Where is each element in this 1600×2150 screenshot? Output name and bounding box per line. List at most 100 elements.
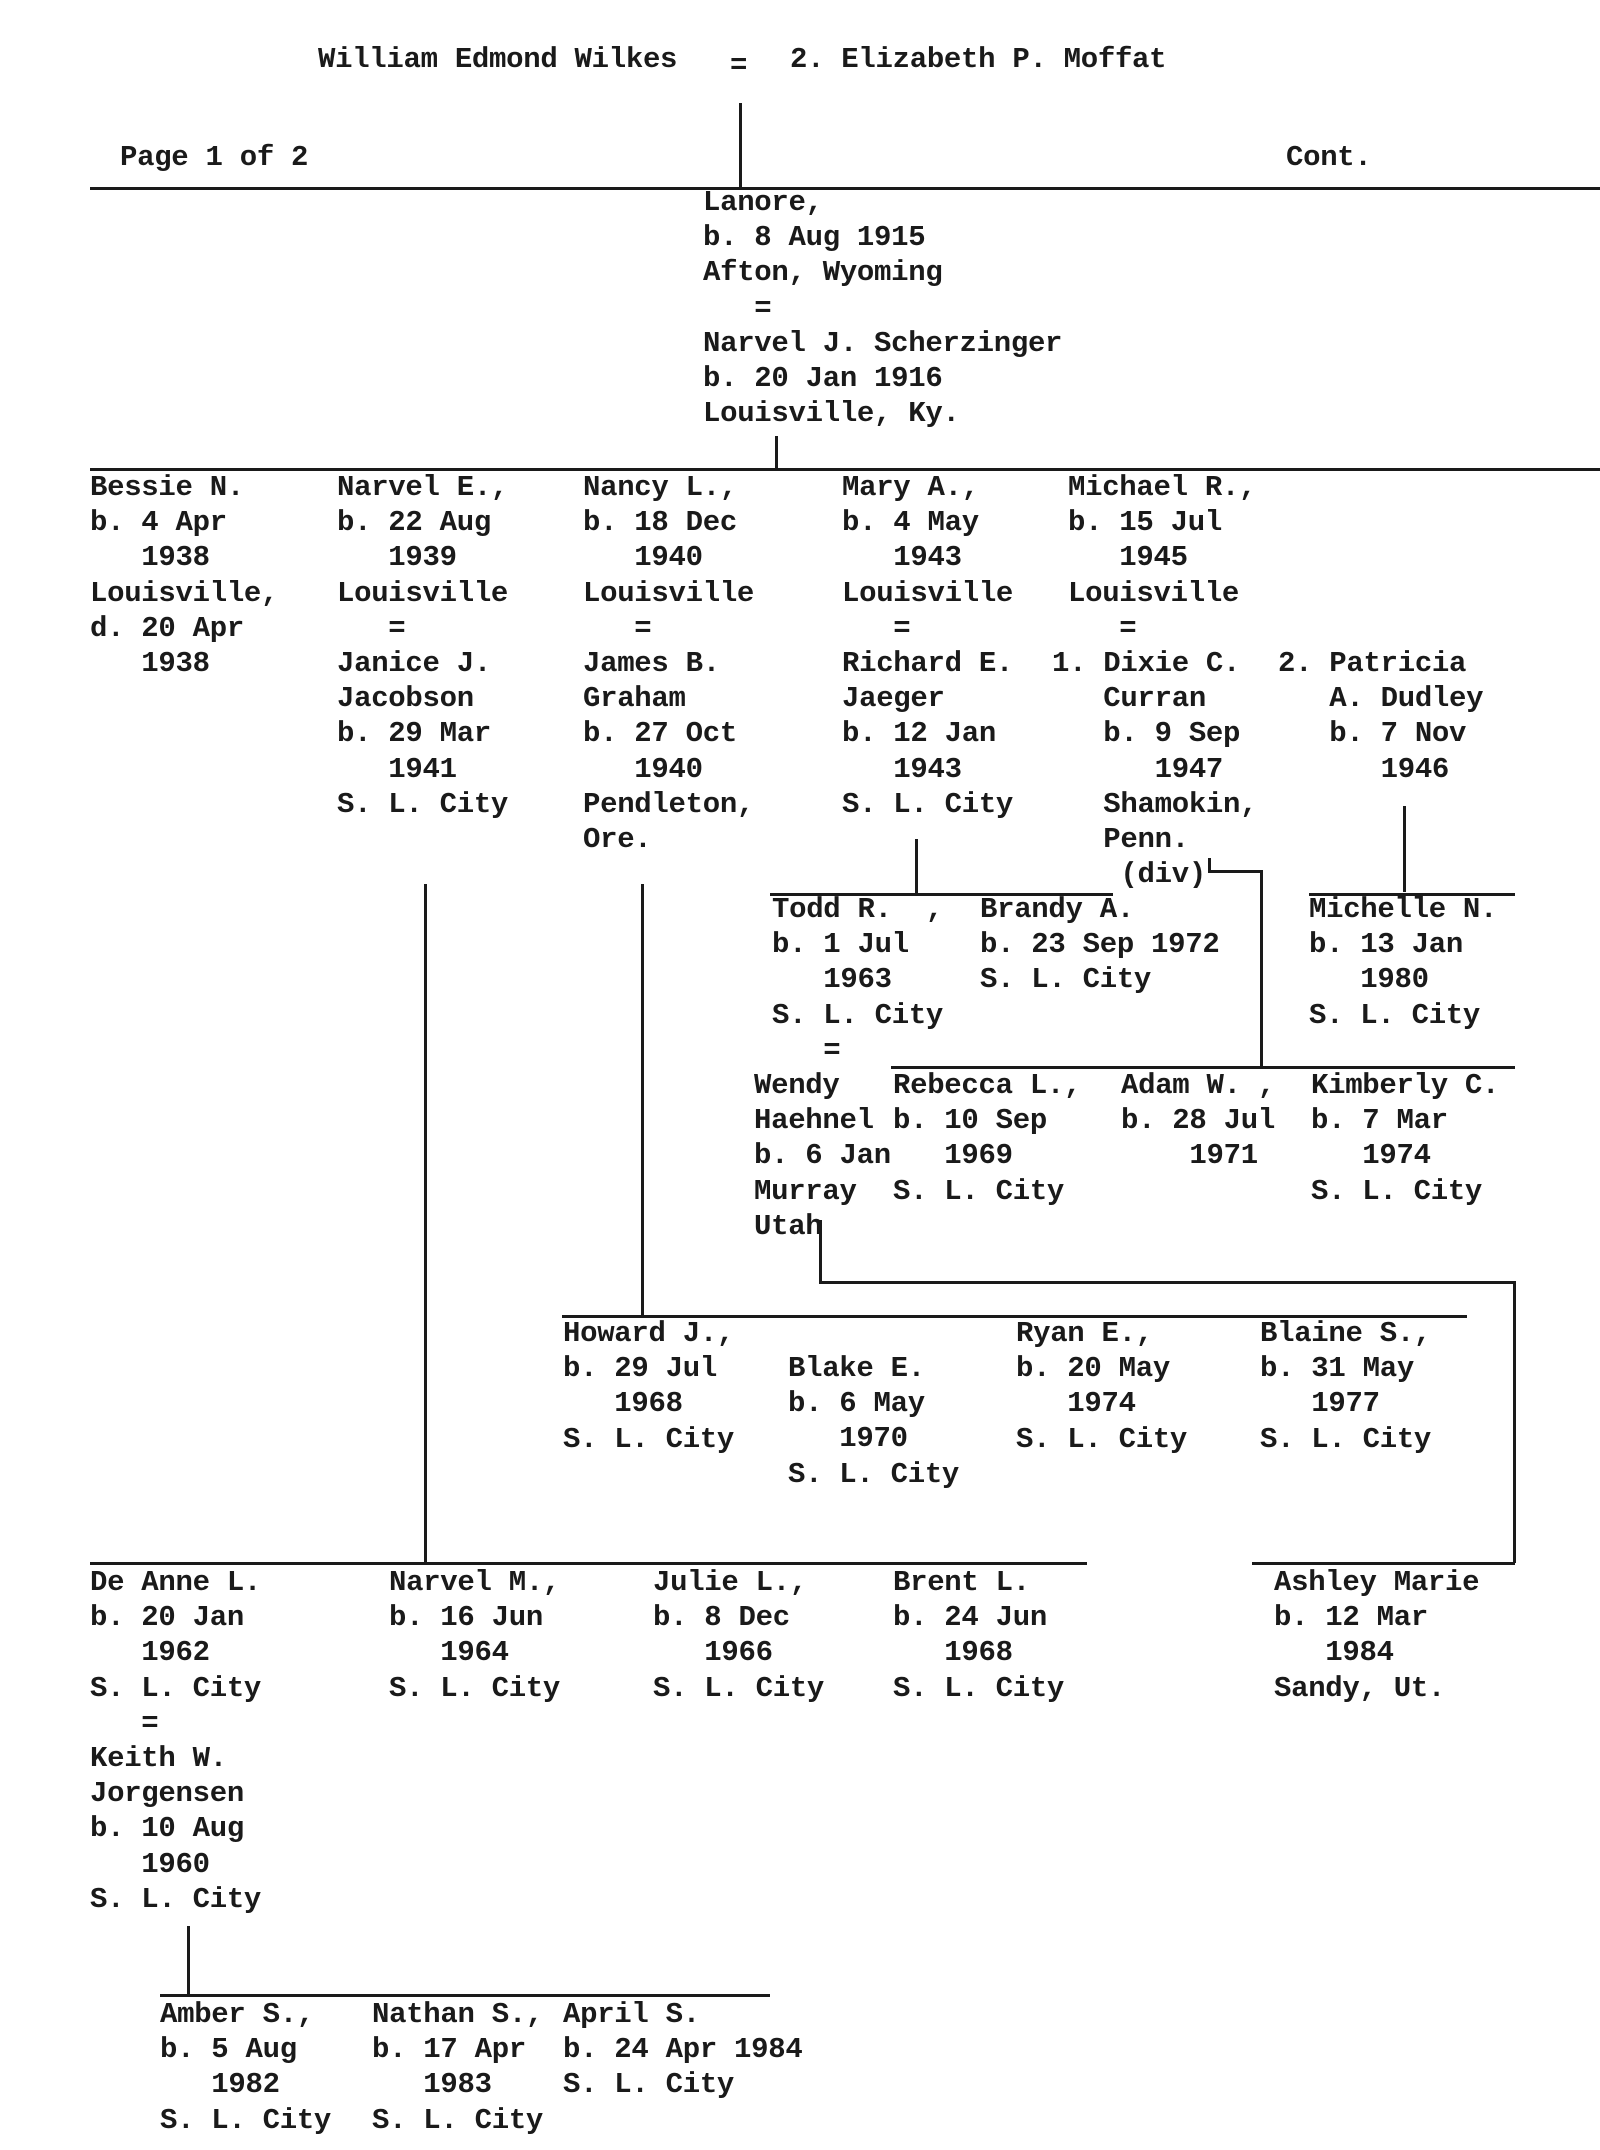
person-line: 1947 (1052, 752, 1224, 786)
person-line: Bessie N. (90, 471, 244, 504)
person-line: 1977 (1260, 1387, 1380, 1421)
person-line: Louisville, (90, 576, 279, 610)
person-line: b. 17 Apr (372, 2033, 526, 2067)
person-line: S. L. City (1311, 1174, 1483, 1208)
connector-line (739, 103, 742, 188)
person-line: 1943 (842, 541, 962, 575)
connector-line (1208, 858, 1211, 872)
person-line: S. L. City (842, 787, 1014, 821)
person-line: b. 24 Apr 1984 (563, 2033, 803, 2067)
marriage-equals: = (730, 49, 748, 82)
spouse-patricia: 2. Patricia A. Dudley b. 7 Nov 1946 (1278, 646, 1484, 787)
person-line: b. 22 Aug (337, 506, 491, 540)
person-line: Penn. (1052, 822, 1189, 856)
person-line: b. 15 Jul (1068, 506, 1222, 540)
continued-label: Cont. (1286, 141, 1372, 174)
person-line: b. 24 Jun (893, 1601, 1047, 1635)
person-line: b. 8 Aug 1915 (703, 221, 926, 255)
person-line: Narvel J. Scherzinger (703, 326, 1063, 360)
person-line: b. 4 Apr (90, 506, 227, 540)
generation-line (90, 187, 1600, 190)
person-line: 1966 (653, 1636, 773, 1670)
page-indicator: Page 1 of 2 (120, 141, 309, 174)
person-line: = (90, 1706, 159, 1740)
person-line: = (337, 611, 406, 645)
person-line: Julie L., (653, 1566, 807, 1599)
person-line: Narvel M., (389, 1566, 561, 1599)
person-line: Louisville (842, 576, 1014, 610)
generation-line (1252, 1562, 1515, 1565)
person-line: Narvel E., (337, 471, 509, 504)
person-line: b. 1 Jul (772, 928, 909, 962)
person-line: Blake E. (788, 1352, 925, 1385)
person-line: S. L. City (563, 1422, 735, 1456)
person-line: b. 10 Aug (90, 1812, 244, 1846)
generation-line (90, 1562, 1087, 1565)
person-line: 1971 (1121, 1139, 1258, 1173)
person-line: S. L. City (90, 1882, 262, 1916)
person-line: Janice J. (337, 646, 491, 680)
person-line: Howard J., (563, 1317, 735, 1350)
person-line: S. L. City (788, 1457, 960, 1491)
person-line: 1968 (563, 1387, 683, 1421)
person-line: b. 27 Oct (583, 717, 737, 751)
person-line: A. Dudley (1278, 682, 1484, 716)
person-line: 1962 (90, 1636, 210, 1670)
person-line: Ashley Marie (1274, 1566, 1480, 1599)
person-line: S. L. City (772, 998, 944, 1032)
person-line: b. 16 Jun (389, 1601, 543, 1635)
person-line: 1982 (160, 2068, 280, 2102)
husband-name: William Edmond Wilkes (318, 43, 678, 76)
person-line: (div) (1052, 858, 1206, 892)
person-line: Adam W. , (1121, 1069, 1275, 1102)
person-line: 1941 (337, 752, 457, 786)
person-line: b. 10 Sep (893, 1104, 1047, 1138)
connector-line (819, 1281, 1515, 1284)
person-line: S. L. City (893, 1174, 1065, 1208)
person-line: Louisville (1068, 576, 1240, 610)
person-line: Pendleton, (583, 787, 755, 821)
person-line: 1963 (772, 963, 892, 997)
person-line: 1938 (90, 541, 210, 575)
person-line: S. L. City (893, 1671, 1065, 1705)
person-line: b. 12 Jan (842, 717, 996, 751)
person-line: 1974 (1016, 1387, 1136, 1421)
person-line: S. L. City (1309, 998, 1481, 1032)
person-line: b. 23 Sep 1972 (980, 928, 1220, 962)
generation-line (562, 1315, 1467, 1318)
person-line: b. 9 Sep (1052, 717, 1241, 751)
connector-line (424, 884, 427, 1563)
person-line: b. 20 Jan 1916 (703, 361, 943, 395)
generation-line (770, 893, 1113, 896)
person-line: Louisville (337, 576, 509, 610)
person-line: b. 6 May (788, 1387, 925, 1421)
person-line: b. 18 Dec (583, 506, 737, 540)
person-line: 1960 (90, 1847, 210, 1881)
person-line: = (842, 611, 911, 645)
person-line: Graham (583, 682, 686, 716)
connector-line (775, 436, 778, 469)
person-line: Afton, Wyoming (703, 256, 943, 290)
person-line: Lanore, (703, 186, 823, 219)
person-line: Jaeger (842, 682, 945, 716)
connector-line (819, 1220, 822, 1282)
person-line: Richard E. (842, 646, 1014, 680)
person-line: 1939 (337, 541, 457, 575)
person-line: b. 7 Mar (1311, 1104, 1448, 1138)
person-line: = (703, 291, 772, 325)
person-line: James B. (583, 646, 720, 680)
person-line: April S. (563, 1998, 700, 2031)
